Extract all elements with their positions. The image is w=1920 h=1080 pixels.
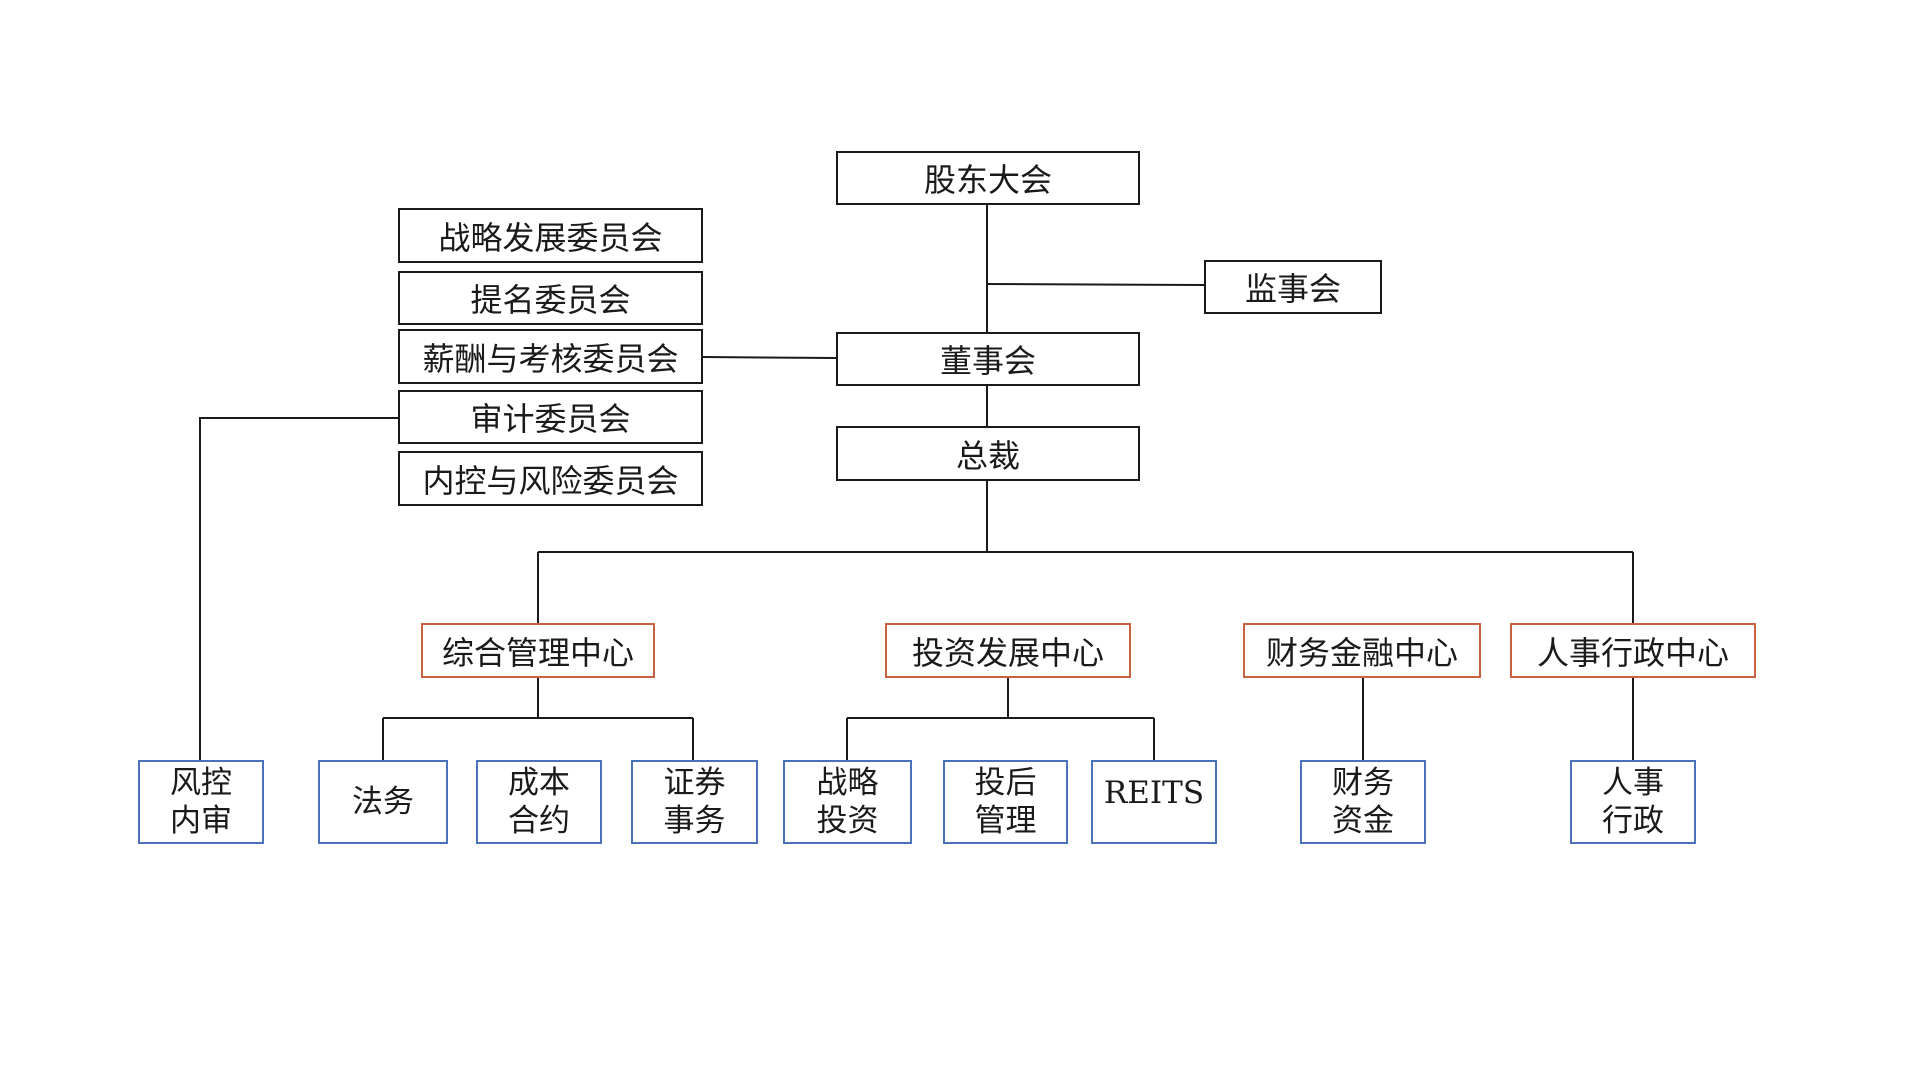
dept-risk-audit: 风控内审 xyxy=(138,760,264,844)
dept-label-line2: 管理 xyxy=(974,803,1037,839)
dept-label-line2: 投资 xyxy=(816,803,879,839)
center-label: 人事行政中心 xyxy=(1536,633,1729,672)
connector-audit-risk xyxy=(199,417,398,760)
committee-label: 提名委员会 xyxy=(470,281,631,319)
dept-label-line2: 内审 xyxy=(170,803,232,839)
node-label: 董事会 xyxy=(939,342,1036,380)
node-board-of-directors: 董事会 xyxy=(836,332,1140,386)
dept-legal: 法务 xyxy=(318,760,448,844)
dept-label-line1: 成本 xyxy=(508,765,570,801)
center-hr-admin: 人事行政中心 xyxy=(1510,623,1756,678)
node-label: 总裁 xyxy=(955,436,1020,475)
dept-label-line1: 财务 xyxy=(1332,765,1394,801)
center-label: 综合管理中心 xyxy=(441,633,634,672)
dept-label-line1: 投后 xyxy=(974,765,1037,801)
node-president: 总裁 xyxy=(836,426,1140,481)
dept-label-line2: 事务 xyxy=(663,803,726,839)
dept-label-line1: 人事 xyxy=(1602,765,1664,801)
connector-board-committees xyxy=(702,356,837,359)
dept-post-investment-management: 投后管理 xyxy=(943,760,1068,844)
dept-strategic-investment: 战略投资 xyxy=(783,760,912,844)
node-shareholders-meeting: 股东大会 xyxy=(836,151,1140,205)
dept-hr-admin: 人事行政 xyxy=(1570,760,1696,844)
committee-strategy: 战略发展委员会 xyxy=(398,208,703,263)
dept-label-line1: 战略 xyxy=(816,765,879,801)
dept-securities-affairs: 证券事务 xyxy=(631,760,758,844)
dept-cost-contract: 成本合约 xyxy=(476,760,602,844)
committee-internal-control-risk: 内控与风险委员会 xyxy=(398,451,703,506)
committee-audit: 审计委员会 xyxy=(398,390,703,444)
center-investment-development: 投资发展中心 xyxy=(885,623,1131,678)
committee-label: 审计委员会 xyxy=(470,400,631,438)
dept-label-line1: 风控 xyxy=(170,765,232,801)
committee-label: 内控与风险委员会 xyxy=(422,461,679,500)
dept-label-line2: 行政 xyxy=(1602,803,1664,839)
dept-label-line2: 资金 xyxy=(1332,803,1394,839)
dept-finance-funds: 财务资金 xyxy=(1300,760,1426,844)
center-finance: 财务金融中心 xyxy=(1243,623,1481,678)
center-label: 财务金融中心 xyxy=(1265,633,1458,672)
dept-reits: REITS xyxy=(1091,760,1217,844)
center-label: 投资发展中心 xyxy=(911,633,1104,672)
dept-label-line1: 证券 xyxy=(663,765,726,801)
dept-label-line2: 合约 xyxy=(508,803,570,839)
committee-remuneration: 薪酬与考核委员会 xyxy=(398,329,703,384)
committee-label: 战略发展委员会 xyxy=(438,218,663,257)
dept-label-line1: 法务 xyxy=(352,784,414,820)
node-board-of-supervisors: 监事会 xyxy=(1204,260,1382,314)
node-label: 股东大会 xyxy=(923,161,1052,199)
connector-supervisors xyxy=(986,283,1205,286)
node-label: 监事会 xyxy=(1244,270,1341,308)
committee-nomination: 提名委员会 xyxy=(398,271,703,325)
committee-label: 薪酬与考核委员会 xyxy=(422,339,679,378)
dept-label-line1: REITS xyxy=(1103,775,1205,811)
center-general-management: 综合管理中心 xyxy=(421,623,655,678)
